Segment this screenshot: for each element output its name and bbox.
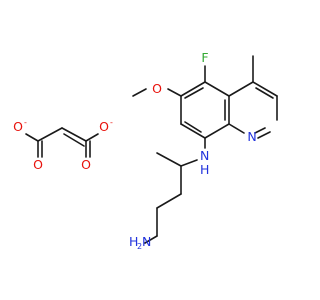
carboxylate-1-double-oxygen: O (33, 157, 43, 172)
carboxylate-1-single-oxygen: O (13, 119, 23, 134)
quinoline-bonds (132, 55, 278, 149)
primary-amine-subscript: 2 (137, 242, 142, 251)
carboxylate-1-charge: - (24, 118, 27, 127)
carboxylate-2-single-oxygen: O (99, 119, 109, 134)
ring-nitrogen-label: N (247, 129, 256, 144)
maleate-bonds (25, 127, 99, 158)
methoxy-oxygen-label: O (152, 81, 162, 96)
carboxylate-2-charge: - (110, 118, 113, 127)
amine-hydrogen-label: H (200, 162, 209, 177)
primary-amine-h-label: H (129, 234, 138, 249)
carboxylate-2-double-oxygen: O (81, 157, 91, 172)
amine-nitrogen-label: N (200, 148, 209, 163)
side-chain-bonds (144, 152, 198, 244)
chemical-structure-diagram: F O N N H H 2 N O - O O O - (13, 50, 278, 251)
primary-amine-nitrogen-label: N (142, 234, 151, 249)
fluorine-atom-label: F (201, 50, 208, 65)
